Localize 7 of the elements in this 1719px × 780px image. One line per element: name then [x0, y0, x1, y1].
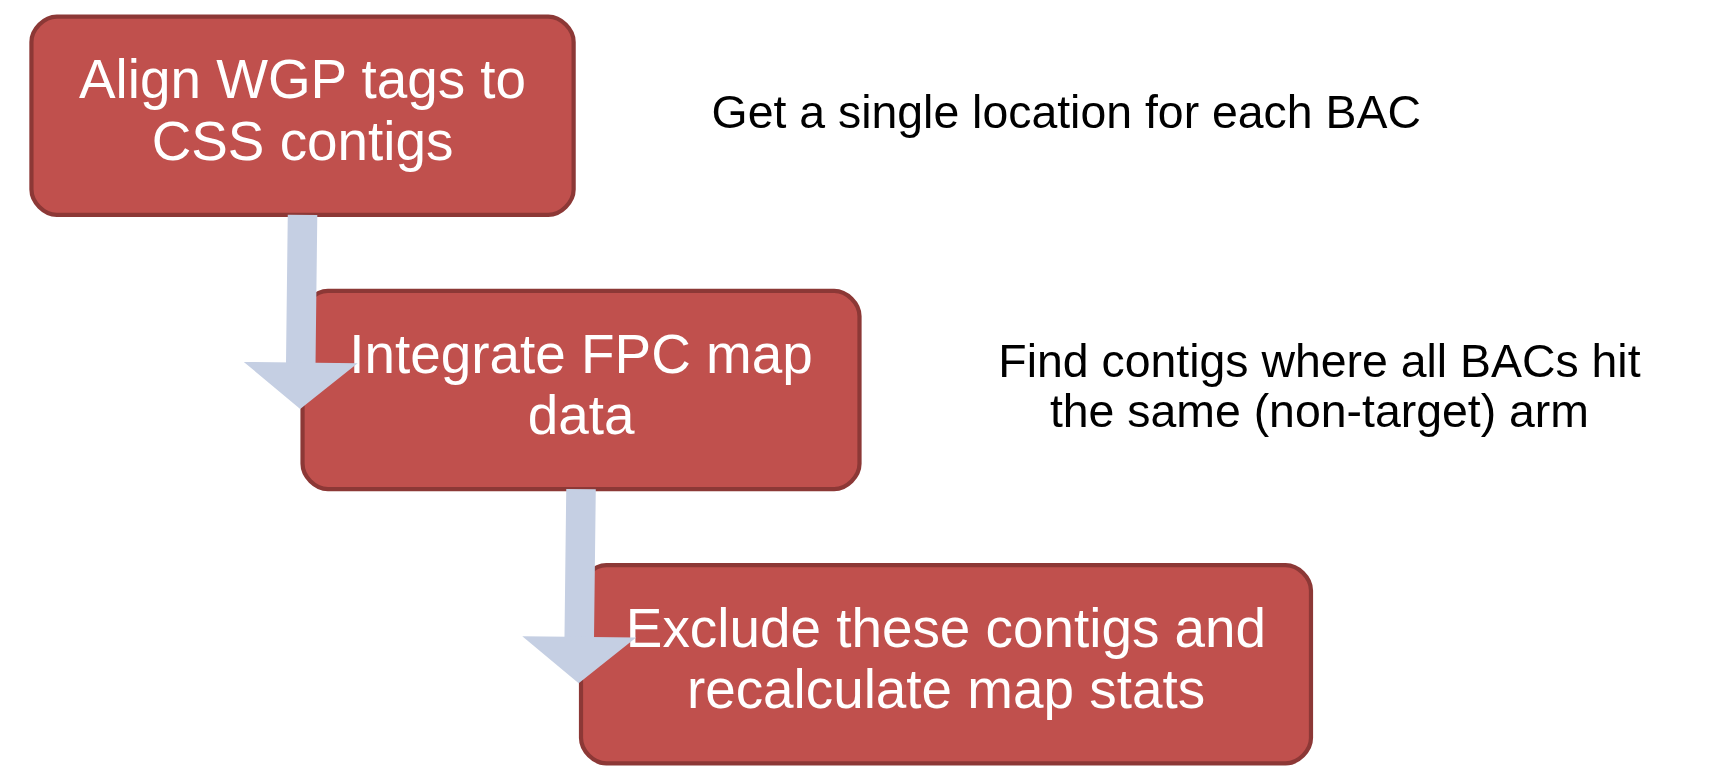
arrow	[522, 488, 637, 684]
node-box: Align WGP tags to CSS contigs	[29, 14, 576, 217]
node-label: Find contigs where all BACs hit the same (non-target) arm	[998, 334, 1641, 438]
node-label: Get a single location for each BAC	[711, 85, 1421, 138]
node-box: Integrate FPC map data	[300, 288, 862, 492]
arrow	[243, 214, 358, 410]
node-box: Exclude these contigs and recalculate map stats	[578, 563, 1314, 766]
